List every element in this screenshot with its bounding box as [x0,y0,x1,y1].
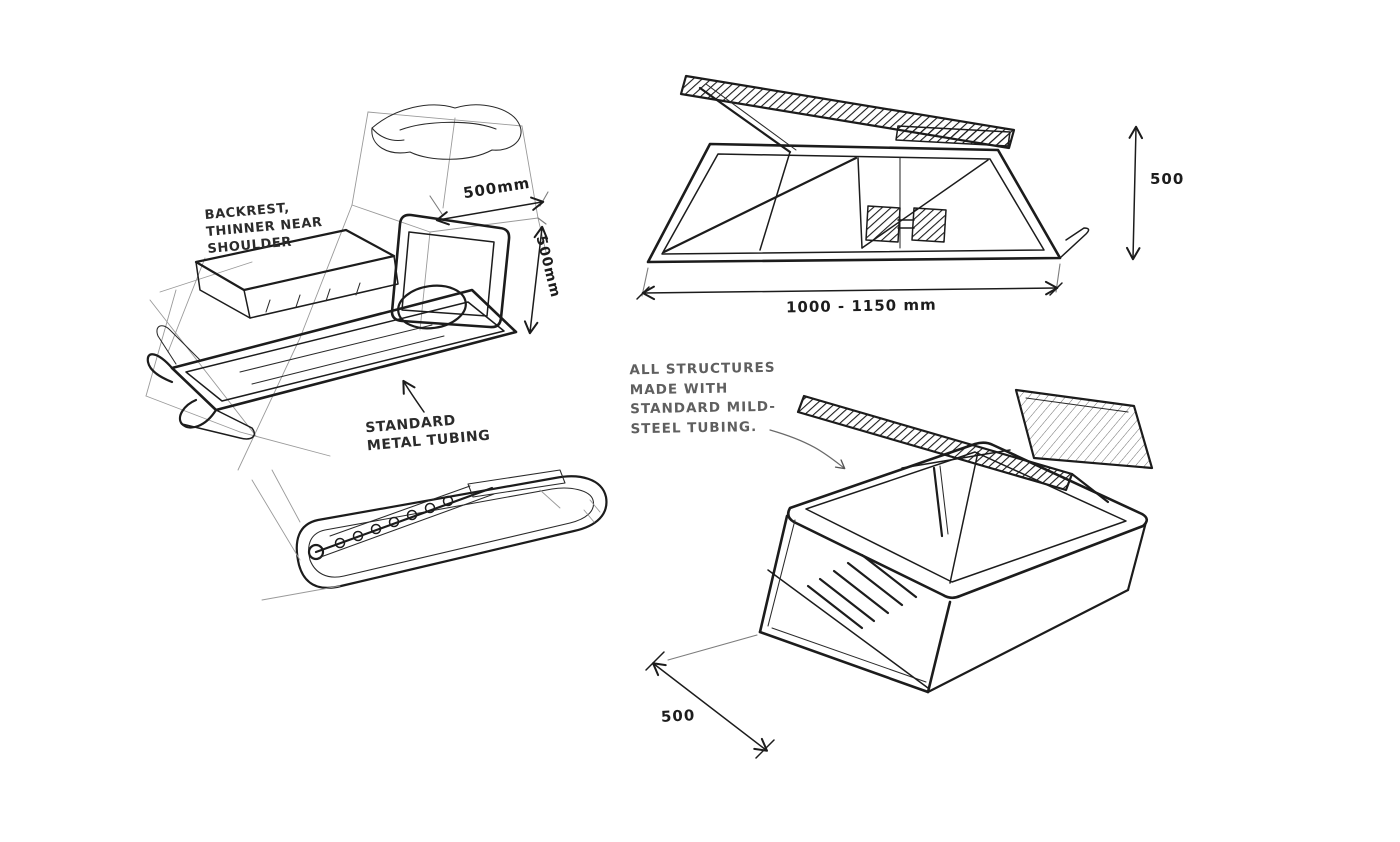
structures-note: ALL STRUCTURES MADE WITH STANDARD MILD- … [629,359,777,437]
sketch-isometric-lounger [145,104,549,471]
pillow-sketch [371,104,522,160]
frame-rim-inner [805,451,1127,583]
tubing-leader-arrow [402,379,425,413]
profile-bracket [467,469,566,498]
side-frame-inner [661,153,1045,255]
dimension-length [636,263,1063,301]
sketch-profile [251,469,608,601]
frame-lower-box [758,451,1148,694]
tail-foot [1059,227,1090,259]
seat-slats [806,553,918,630]
dimension-height [1125,125,1144,261]
dimension-label-height: 500 [1150,170,1185,188]
side-braces [662,83,989,254]
structures-leader-arrow [769,429,846,470]
backrest-assembly [796,388,1154,538]
dimension-label-length: 1000 - 1150 mm [785,295,937,317]
profile-construction [251,469,601,601]
ratchet-adjuster [307,485,495,561]
seat-frame [170,288,518,412]
dimension-label-depth: 500 [660,706,696,726]
profile-outline [295,475,608,589]
legs-runners [146,325,256,440]
profile-inner [308,487,595,578]
dimension-side-height [523,217,549,335]
backrest-loop [390,213,511,330]
headrest-pad [895,125,1011,147]
side-frame-outer [646,142,1062,264]
feet-blocks [865,205,947,243]
sketch-perspective [645,388,1154,759]
dimension-depth [645,634,775,759]
sketch-side-view [636,74,1144,301]
dimension-top-width [429,191,549,226]
backrest-note: BACKREST, THINNER NEAR SHOULDER [204,200,324,257]
frame-rim-outer [786,441,1149,600]
